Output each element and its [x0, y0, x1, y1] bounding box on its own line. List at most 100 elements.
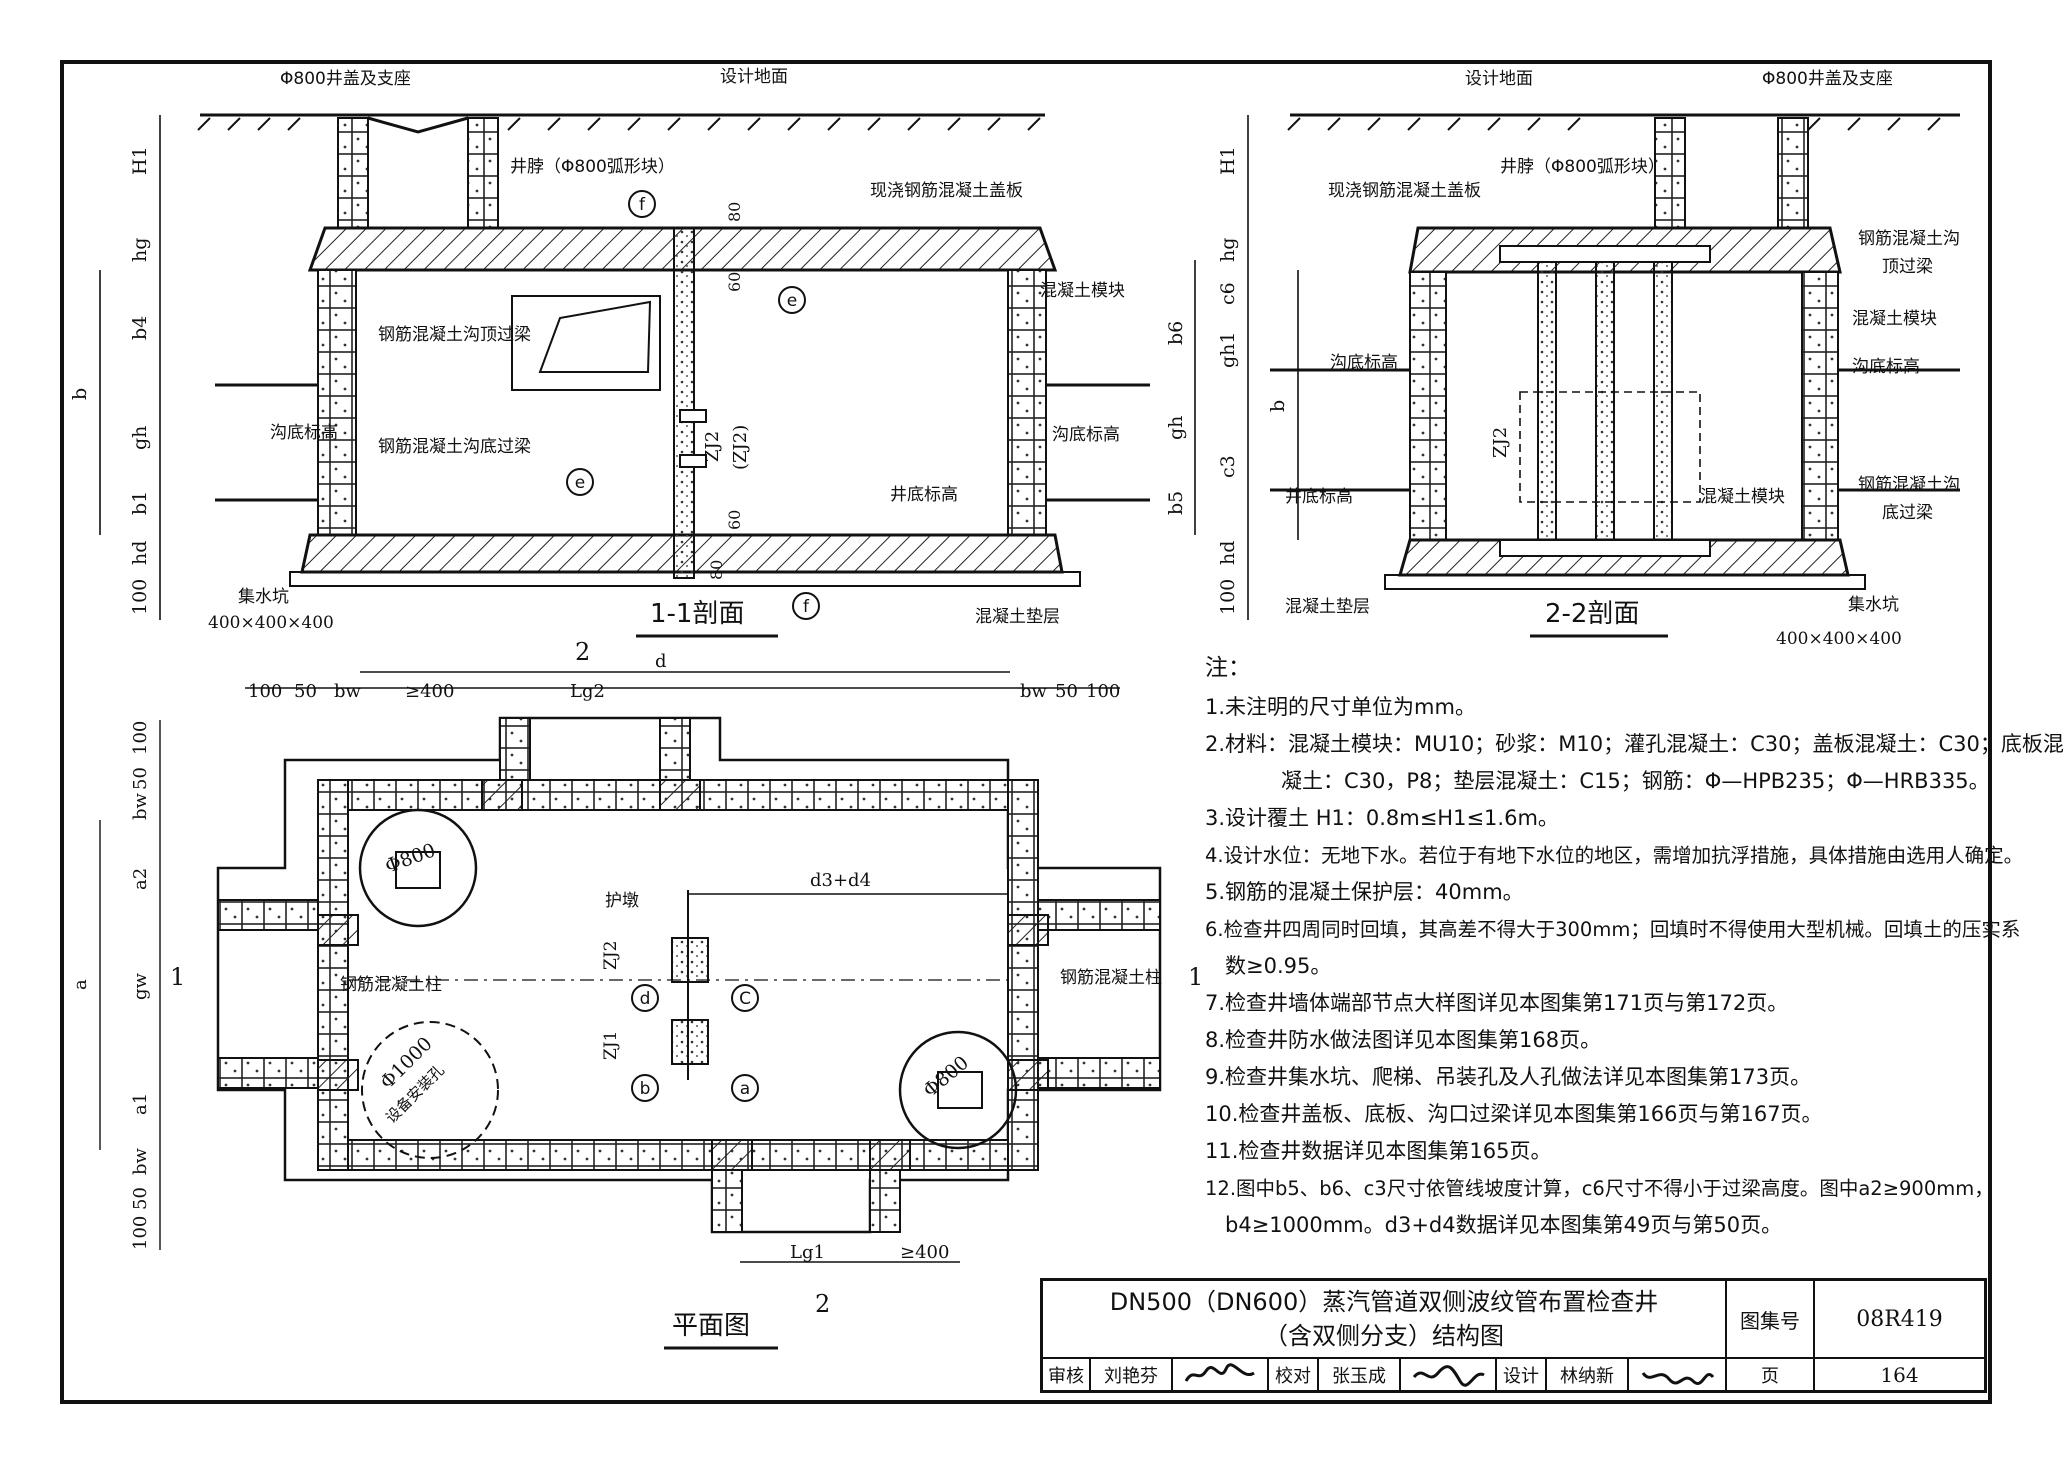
dim-left-bw-t: bw [130, 792, 151, 820]
label2-cover: Φ800井盖及支座 [1762, 69, 1893, 89]
notes-title: 注： [1205, 655, 1251, 681]
checker-name: 张玉成 [1319, 1359, 1401, 1390]
dim-zj2-paren: (ZJ2) [730, 425, 751, 470]
dim-top-lg2: Lg2 [570, 681, 605, 702]
install-hole [361, 1021, 499, 1159]
note-line: 9.检查井集水坑、爬梯、吊装孔及人孔做法详见本图集第173页。 [1205, 1065, 1812, 1089]
title-section-2-2: 2-2剖面 [1545, 599, 1639, 629]
label-guard-pier: 护墩 [605, 891, 639, 911]
label2-sump-size: 400×400×400 [1776, 629, 1902, 649]
marker-plan-d: d [640, 989, 651, 1009]
marker-f-top: f [639, 195, 646, 215]
marker-plan-b: b [640, 1079, 651, 1099]
note-line: 5.钢筋的混凝土保护层：40mm。 [1205, 880, 1524, 904]
title-plan: 平面图 [672, 1311, 750, 1341]
neck-wall-right [467, 117, 499, 229]
dim2-100: 100 [1217, 579, 1239, 615]
notes-panel: 注： 1.未注明的尺寸单位为mm。 2.材料：混凝土模块：MU10；砂浆：M10… [1205, 650, 2064, 1244]
label2-top-beam-1: 钢筋混凝土沟 [1858, 229, 1960, 249]
title-block: DN500（DN600）蒸汽管道双侧波纹管布置检查井 （含双侧分支）结构图 图集… [1040, 1278, 1987, 1393]
dim-top-100-r: 100 [1086, 681, 1120, 702]
label-sump: 集水坑 [238, 587, 289, 607]
label2-cushion: 混凝土垫层 [1285, 597, 1370, 617]
label-trench-right: 沟底标高 [1052, 425, 1120, 445]
dim-top-400: ≥400 [405, 681, 454, 702]
drawing-title-line-2: （含双侧分支）结构图 [1264, 1322, 1504, 1350]
sheet-border [60, 60, 1992, 1404]
marker-plan-c: C [739, 989, 751, 1009]
dim-left-100-t: 100 [130, 721, 151, 755]
dim-top-50-r: 50 [1055, 681, 1078, 702]
cut-2-top: 2 [575, 638, 590, 666]
dim-left-gw: gw [130, 972, 151, 1000]
dim-b1: b1 [129, 491, 151, 515]
signature-icon [1184, 1362, 1255, 1382]
note-line: 12.图中b5、b6、c3尺寸依管线坡度计算，c6尺寸不得小于过梁高度。图中a2… [1205, 1177, 1994, 1200]
designer-name: 林纳新 [1547, 1359, 1629, 1390]
design-label: 设计 [1497, 1359, 1547, 1390]
label-manhole-b: Φ800 [919, 1052, 973, 1102]
dim-100: 100 [129, 579, 151, 615]
label-trench-left: 沟底标高 [270, 423, 338, 443]
signature-icon [1412, 1364, 1485, 1387]
ground-hatch [197, 117, 1041, 131]
dim-b4: b4 [129, 316, 151, 340]
page-label: 页 [1727, 1359, 1815, 1390]
note-line: 11.检查井数据详见本图集第165页。 [1205, 1139, 1552, 1163]
dim2-hd: hd [1217, 541, 1239, 565]
label-cover: Φ800井盖及支座 [280, 69, 411, 89]
label-neck: 井脖（Φ800弧形块） [510, 157, 675, 177]
dim-left-100-b: 100 [130, 1216, 151, 1250]
wall-left [317, 269, 357, 536]
label-column-right: 钢筋混凝土柱 [1060, 968, 1162, 988]
label-cover-slab: 现浇钢筋混凝土盖板 [870, 181, 1023, 201]
label2-bottom-beam-2: 底过梁 [1882, 503, 1933, 523]
dim-b5: b5 [1165, 491, 1187, 515]
dim-zj2: ZJ2 [702, 431, 723, 462]
label-manhole-a: Φ800 [382, 839, 438, 877]
manhole-b [898, 1030, 1018, 1150]
dim2-c3: c3 [1217, 455, 1239, 478]
dim2-c6: c6 [1217, 282, 1239, 305]
dim-left-a: a [70, 979, 91, 990]
label2-ground: 设计地面 [1465, 69, 1533, 89]
label-top-beam: 钢筋混凝土沟顶过梁 [378, 325, 531, 345]
note-line: 4.设计水位：无地下水。若位于有地下水位的地区，需增加抗浮措施，具体措施由选用人… [1205, 844, 2024, 867]
dim2-b: b [1267, 400, 1289, 412]
label-column-left: 钢筋混凝土柱 [340, 975, 442, 995]
marker-e-bottom: e [575, 473, 585, 493]
wall-right [1007, 269, 1047, 536]
label2-sump: 集水坑 [1848, 595, 1899, 615]
note-line: 6.检查井四周同时回填，其高差不得大于300mm；回填时不得使用大型机械。回填土… [1205, 918, 2021, 941]
dim2-hg: hg [1217, 238, 1239, 262]
dim2-gh1: gh1 [1217, 332, 1239, 369]
label-well-bottom: 井底标高 [890, 485, 958, 505]
note-line: 1.未注明的尺寸单位为mm。 [1205, 695, 1476, 719]
dim-top-bw-l: bw [334, 681, 362, 702]
dim-b6: b6 [1165, 321, 1187, 345]
designer-signature [1629, 1359, 1727, 1390]
review-label: 审核 [1043, 1359, 1091, 1390]
dim-top-50-l: 50 [294, 681, 317, 702]
dim2-h1: H1 [1217, 146, 1239, 175]
dim-left-a1: a1 [130, 1093, 151, 1115]
cut-2-bottom: 2 [815, 1290, 830, 1318]
dim-gh: gh [129, 426, 151, 450]
signature-icon [1641, 1371, 1715, 1385]
title-cell: DN500（DN600）蒸汽管道双侧波纹管布置检查井 （含双侧分支）结构图 [1043, 1281, 1727, 1359]
dim-top-bw-r: bw [1020, 681, 1048, 702]
label-ground: 设计地面 [720, 67, 788, 87]
note-line: 3.设计覆土 H1：0.8m≤H1≤1.6m。 [1205, 806, 1559, 830]
note-line: b4≥1000mm。d3+d4数据详见本图集第49页与第50页。 [1225, 1213, 1783, 1237]
atlas-label: 图集号 [1727, 1281, 1815, 1359]
label2-block: 混凝土模块 [1852, 309, 1937, 329]
label2-block-bottom: 混凝土模块 [1700, 487, 1785, 507]
manhole-a [358, 808, 478, 928]
label2-cover-slab: 现浇钢筋混凝土盖板 [1328, 181, 1481, 201]
marker-plan-a: a [740, 1079, 750, 1099]
dim-top-100-l: 100 [248, 681, 282, 702]
dim-bottom-400: ≥400 [900, 1242, 949, 1263]
dim-80-bottom: 80 [707, 560, 726, 580]
dim-bottom-lg1: Lg1 [790, 1242, 825, 1263]
section-2-2: H1 hg c6 gh1 b c3 hd 100 ZJ2 设计地面 Φ800井盖… [1217, 69, 1960, 649]
